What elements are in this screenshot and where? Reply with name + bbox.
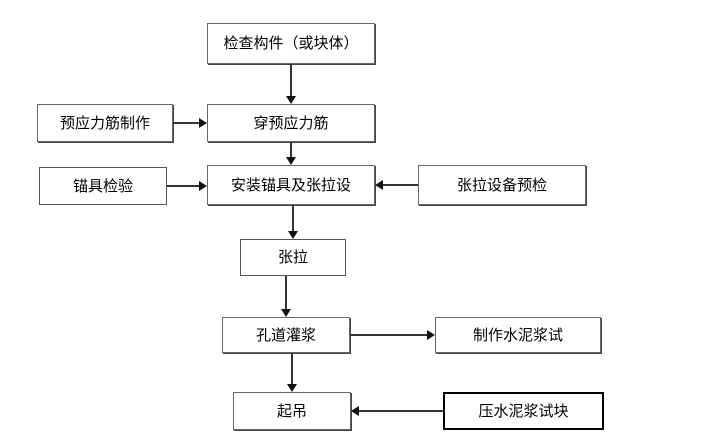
edge-inspect-to-thread-head bbox=[286, 96, 296, 104]
node-label-lift: 起吊 bbox=[276, 401, 307, 420]
edge-equipcheck-to-install bbox=[382, 184, 418, 186]
node-install-anchor[interactable]: 安装锚具及张拉设 bbox=[207, 165, 375, 205]
edge-grouting-to-lift bbox=[291, 353, 293, 385]
node-label-cement-sample: 制作水泥浆试 bbox=[472, 325, 563, 344]
edge-tension-to-grouting bbox=[285, 276, 287, 310]
node-tendon-thread[interactable]: 穿预应力筋 bbox=[207, 104, 375, 142]
edge-equipcheck-to-install-head bbox=[375, 180, 383, 190]
node-tendon-make[interactable]: 预应力筋制作 bbox=[37, 104, 173, 142]
node-equip-check[interactable]: 张拉设备预检 bbox=[418, 165, 586, 205]
edge-install-to-tension bbox=[292, 205, 294, 232]
node-label-install-anchor: 安装锚具及张拉设 bbox=[230, 175, 351, 194]
node-label-anchor-check: 锚具检验 bbox=[72, 176, 133, 195]
node-tension[interactable]: 张拉 bbox=[240, 239, 346, 276]
edge-anchorcheck-to-install bbox=[167, 185, 200, 187]
edge-thread-to-install-head bbox=[286, 157, 296, 165]
node-press-sample[interactable]: 压水泥浆试块 bbox=[443, 392, 604, 430]
node-label-equip-check: 张拉设备预检 bbox=[456, 175, 547, 194]
node-label-inspect: 检查构件（或块体） bbox=[223, 34, 359, 53]
edge-presssample-to-lift-head bbox=[351, 406, 359, 416]
edge-tension-to-grouting-head bbox=[281, 309, 291, 317]
node-grouting[interactable]: 孔道灌浆 bbox=[222, 317, 350, 353]
edge-grouting-to-lift-head bbox=[287, 384, 297, 392]
node-label-tendon-make: 预应力筋制作 bbox=[59, 113, 150, 132]
node-cement-sample[interactable]: 制作水泥浆试 bbox=[435, 317, 601, 353]
edge-install-to-tension-head bbox=[288, 231, 298, 239]
node-lift[interactable]: 起吊 bbox=[233, 392, 351, 430]
edge-anchorcheck-to-install-head bbox=[199, 181, 207, 191]
edge-make-to-thread bbox=[173, 122, 200, 124]
edge-thread-to-install bbox=[290, 142, 292, 158]
node-label-grouting: 孔道灌浆 bbox=[255, 325, 316, 344]
node-label-tension: 张拉 bbox=[277, 248, 308, 267]
node-label-tendon-thread: 穿预应力筋 bbox=[253, 113, 329, 132]
edge-make-to-thread-head bbox=[199, 118, 207, 128]
node-label-press-sample: 压水泥浆试块 bbox=[478, 401, 569, 420]
edge-inspect-to-thread bbox=[290, 64, 292, 97]
edge-grouting-to-sample bbox=[350, 334, 428, 336]
edge-presssample-to-lift bbox=[358, 410, 443, 412]
node-anchor-check[interactable]: 锚具检验 bbox=[39, 167, 167, 205]
edge-grouting-to-sample-head bbox=[427, 330, 435, 340]
node-inspect[interactable]: 检查构件（或块体） bbox=[207, 23, 375, 64]
